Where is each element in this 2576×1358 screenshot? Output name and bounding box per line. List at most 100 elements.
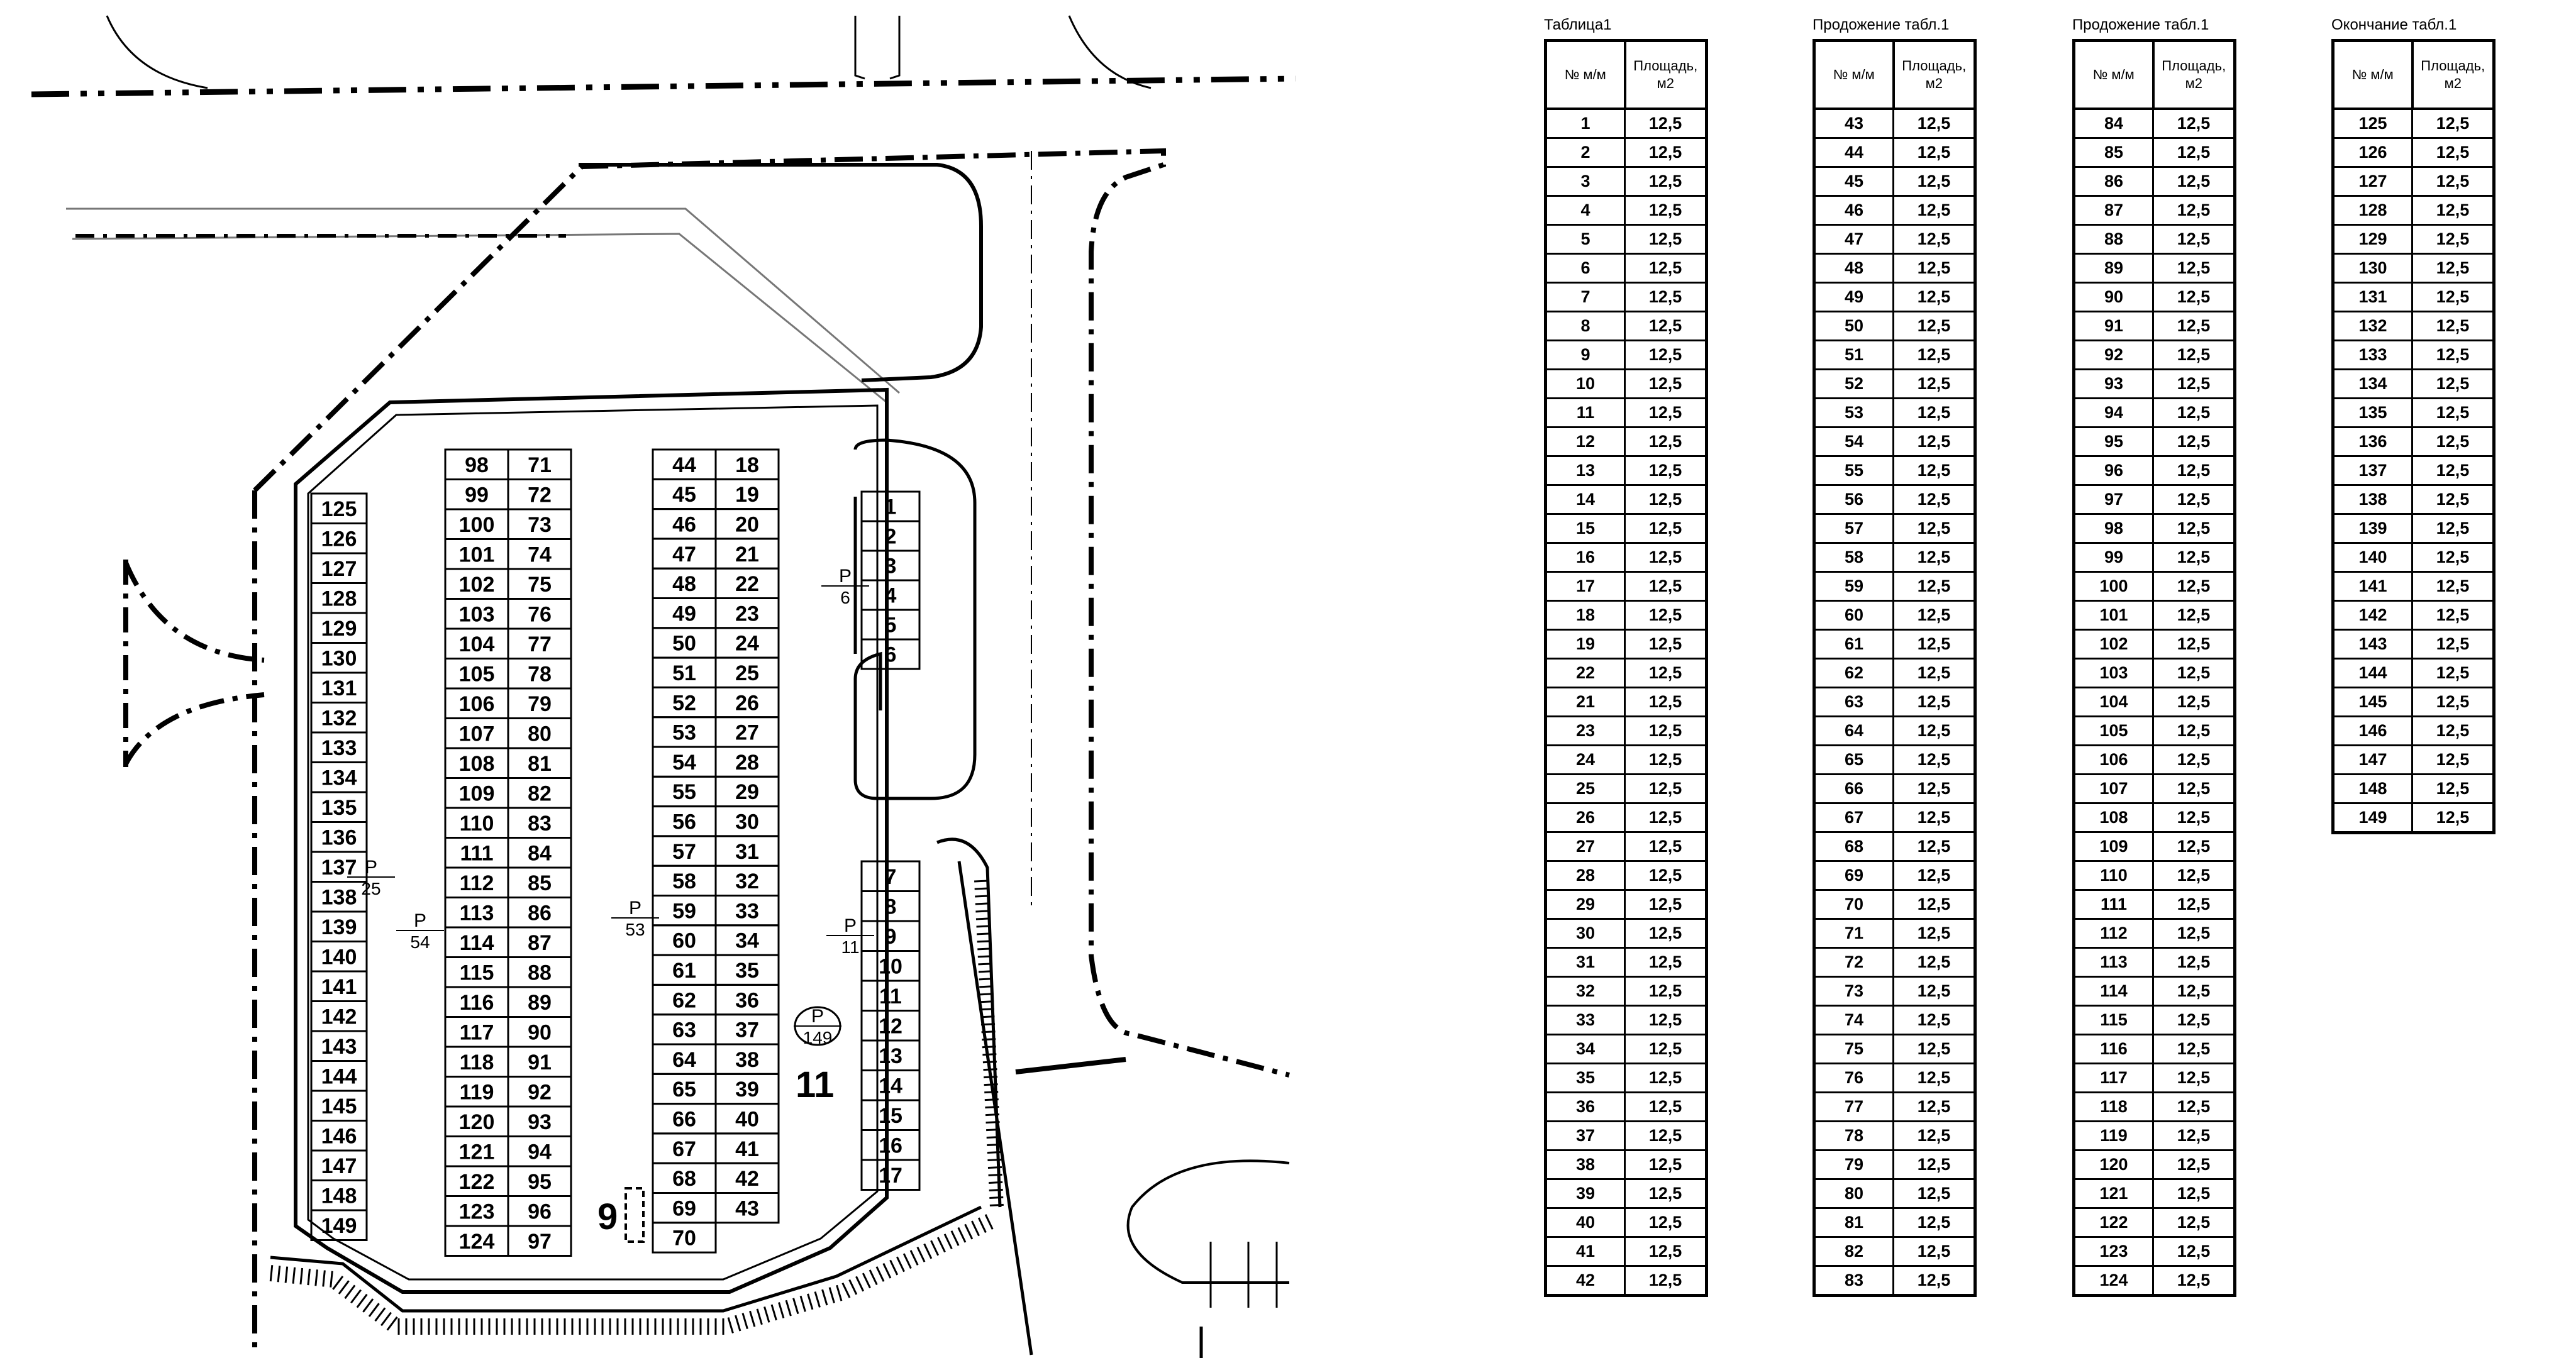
space-number-cell: 90: [2073, 282, 2154, 312]
road-curb-arc-left: [106, 15, 208, 89]
parking-space-number: 91: [528, 1051, 552, 1074]
space-number-cell: 88: [2073, 224, 2154, 255]
parking-space-number: 53: [672, 721, 696, 745]
area-cell: 12,5: [1624, 542, 1707, 573]
parking-space-number: 132: [321, 706, 357, 730]
parking-space-number: 121: [459, 1140, 495, 1164]
space-number-cell: 102: [2073, 629, 2154, 660]
parking-space-number: 138: [321, 885, 357, 909]
space-number-cell: 114: [2073, 976, 2154, 1007]
parking-space-number: 133: [321, 736, 357, 760]
space-number-cell: 126: [2332, 137, 2413, 168]
area-cell: 12,5: [2152, 311, 2236, 341]
space-number-cell: 60: [1813, 600, 1894, 631]
space-number-cell: 4: [1545, 195, 1626, 226]
parking-space-number: 92: [528, 1080, 552, 1104]
space-number-cell: 24: [1545, 744, 1626, 775]
space-number-cell: 124: [2073, 1265, 2154, 1296]
boundary-line-top: [31, 75, 1296, 97]
area-cell: 12,5: [2152, 629, 2236, 660]
parking-space-number: 51: [672, 661, 696, 685]
parking-space-number: 103: [459, 602, 495, 626]
area-cell: 12,5: [1624, 311, 1707, 341]
area-cell: 12,5: [2152, 1149, 2236, 1180]
area-cell: 12,5: [1892, 1034, 1976, 1064]
area-cell: 12,5: [2152, 1091, 2236, 1122]
area-cell: 12,5: [1624, 166, 1707, 197]
area-cell: 12,5: [2411, 426, 2495, 457]
space-number-cell: 120: [2073, 1149, 2154, 1180]
area-cell: 12,5: [1892, 918, 1976, 949]
header-area-unit: м2: [2444, 75, 2462, 91]
area-cell: 12,5: [1892, 340, 1976, 370]
area-cell: 12,5: [1624, 802, 1707, 833]
space-number-cell: 33: [1545, 1005, 1626, 1035]
parking-space-number: 24: [735, 632, 759, 656]
parking-space-number: 125: [321, 497, 357, 521]
parking-space-number: 42: [735, 1167, 759, 1191]
area-cell: 12,5: [1892, 889, 1976, 920]
header-area: Площадь,м2: [1623, 39, 1708, 110]
space-number-cell: 59: [1813, 571, 1894, 602]
area-cell: 12,5: [1624, 1149, 1707, 1180]
parking-space: [507, 1225, 572, 1257]
area-cell: 12,5: [1624, 831, 1707, 862]
parking-space-number: 123: [459, 1200, 495, 1223]
area-cell: 12,5: [2411, 715, 2495, 746]
space-number-cell: 53: [1813, 397, 1894, 428]
space-number-cell: 119: [2073, 1120, 2154, 1151]
space-number-cell: 25: [1545, 773, 1626, 804]
area-cell: 12,5: [2411, 166, 2495, 197]
space-number-cell: 105: [2073, 715, 2154, 746]
area-cell: 12,5: [2152, 195, 2236, 226]
space-number-cell: 133: [2332, 340, 2413, 370]
parking-space-number: 16: [879, 1134, 902, 1157]
marker-count: 53: [625, 920, 645, 939]
parking-space-number: 100: [459, 513, 495, 537]
parking-space-number: 8: [885, 895, 897, 919]
space-number-cell: 75: [1813, 1034, 1894, 1064]
area-cell: 12,5: [1624, 1178, 1707, 1209]
parking-space: [652, 1222, 717, 1254]
area-cell: 12,5: [1892, 1120, 1976, 1151]
marker-label: P: [414, 910, 426, 931]
parking-space-number: 69: [672, 1196, 696, 1220]
area-cell: 12,5: [1892, 195, 1976, 226]
parking-space-number: 108: [459, 752, 495, 776]
parking-space-number: 130: [321, 646, 357, 670]
parking-space-number: 3: [885, 555, 897, 578]
parking-space-number: 35: [735, 959, 759, 983]
area-cell: 12,5: [2152, 455, 2236, 486]
area-cell: 12,5: [1892, 484, 1976, 515]
area-cell: 12,5: [2152, 1265, 2236, 1296]
area-cell: 12,5: [1892, 166, 1976, 197]
space-number-cell: 3: [1545, 166, 1626, 197]
parking-space-number: 58: [672, 869, 696, 893]
parking-space-number: 83: [528, 812, 552, 836]
area-cell: 12,5: [2152, 513, 2236, 544]
space-number-cell: 146: [2332, 715, 2413, 746]
parking-space-number: 140: [321, 945, 357, 969]
area-cell: 12,5: [1624, 368, 1707, 399]
